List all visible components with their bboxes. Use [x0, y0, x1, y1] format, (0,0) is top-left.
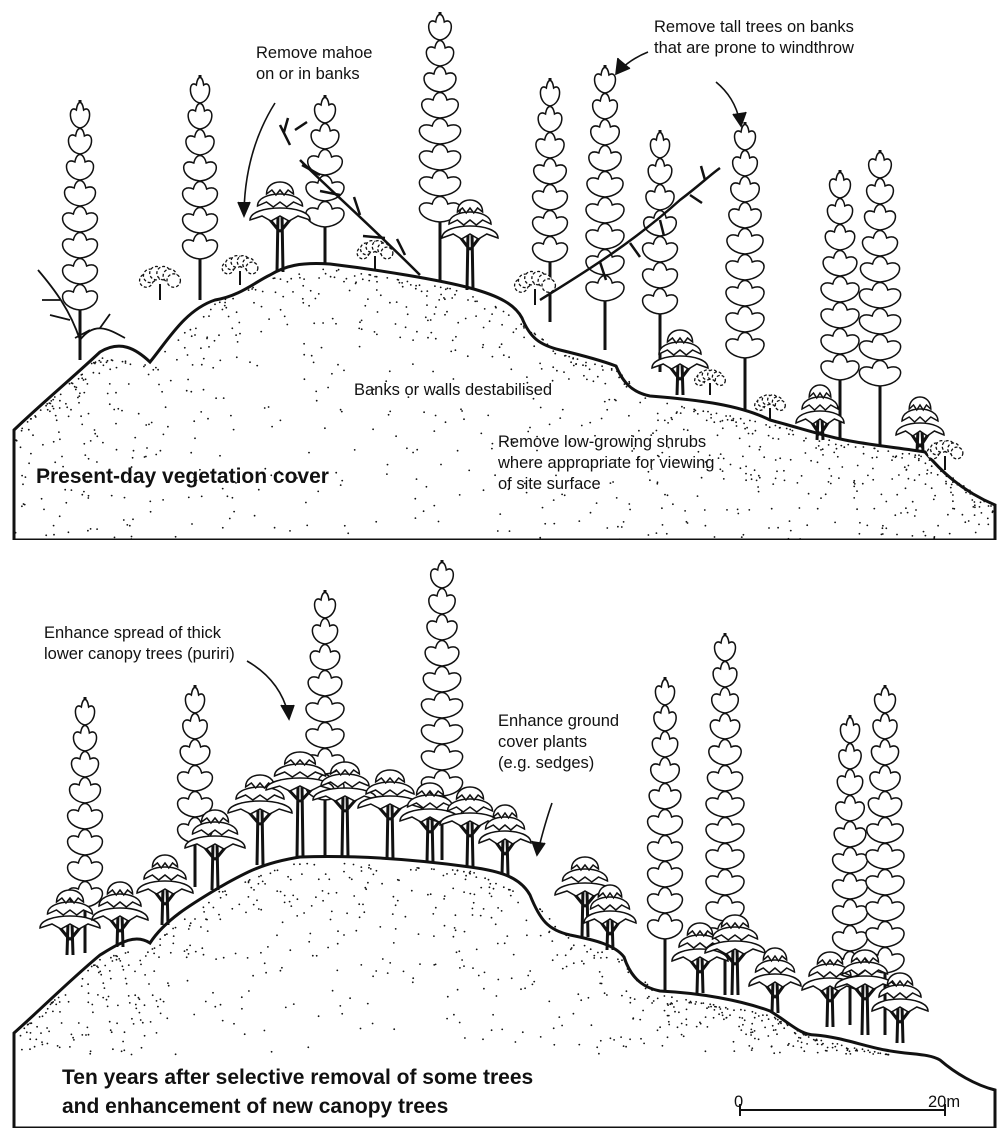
heading-line: Ten years after selective removal of som…	[62, 1063, 533, 1092]
arrow-icon	[616, 52, 648, 74]
tall-podocarp-tree-icon	[859, 150, 900, 447]
annotation-line: of site surface	[498, 474, 714, 495]
annotation-remove-shrubs: Remove low-growing shrubs where appropri…	[498, 432, 714, 495]
annotation-enhance-ground-cover: Enhance ground cover plants (e.g. sedges…	[498, 711, 619, 774]
shrub-icon	[695, 370, 726, 395]
tall-podocarp-tree-icon	[419, 12, 460, 285]
annotation-remove-mahoe: Remove mahoe on or in banks	[256, 43, 372, 85]
shrub-icon	[222, 256, 258, 285]
ten-years-panel: Enhance spread of thick lower canopy tre…	[0, 555, 1000, 1128]
arrow-icon	[247, 661, 294, 719]
annotation-line: Remove mahoe	[256, 43, 372, 64]
tall-podocarp-tree-icon	[648, 677, 683, 991]
spreading-puriri-tree-icon	[749, 948, 801, 1013]
tall-podocarp-tree-icon	[183, 75, 218, 300]
tall-podocarp-tree-icon	[586, 65, 624, 350]
fallen-tree-icon	[540, 166, 720, 300]
tall-podocarp-tree-icon	[726, 122, 764, 412]
spreading-puriri-tree-icon	[228, 775, 292, 865]
ten-years-heading: Ten years after selective removal of som…	[62, 1063, 533, 1121]
annotation-remove-tall-trees: Remove tall trees on banks that are pron…	[654, 17, 854, 59]
annotation-line: cover plants	[498, 732, 619, 753]
hill-ground	[14, 263, 995, 540]
present-day-panel: Remove mahoe on or in banks Remove tall …	[0, 0, 1000, 540]
annotation-line: Enhance spread of thick	[44, 623, 235, 644]
present-day-heading: Present-day vegetation cover	[36, 462, 329, 491]
scale-end-label: 20m	[928, 1093, 960, 1112]
annotation-banks-destabilised: Banks or walls destabilised	[354, 380, 552, 401]
spreading-puriri-tree-icon	[250, 182, 310, 272]
arrow-icon	[532, 803, 552, 855]
annotation-line: (e.g. sedges)	[498, 753, 619, 774]
shrub-icon	[140, 266, 181, 300]
tall-podocarp-tree-icon	[63, 100, 98, 360]
heading-line: and enhancement of new canopy trees	[62, 1092, 533, 1121]
annotation-line: Enhance ground	[498, 711, 619, 732]
annotation-line: lower canopy trees (puriri)	[44, 644, 235, 665]
tall-podocarp-tree-icon	[306, 590, 344, 857]
annotation-line: on or in banks	[256, 64, 372, 85]
fallen-tree-icon	[280, 118, 420, 275]
shrub-icon	[357, 241, 393, 270]
annotation-line: Banks or walls destabilised	[354, 380, 552, 401]
tall-podocarp-tree-icon	[178, 685, 213, 887]
annotation-line: Remove low-growing shrubs	[498, 432, 714, 453]
annotation-line: Remove tall trees on banks	[654, 17, 854, 38]
annotation-line: that are prone to windthrow	[654, 38, 854, 59]
annotation-line: where appropriate for viewing	[498, 453, 714, 474]
arrow-icon	[716, 82, 746, 126]
scale-start-label: 0	[734, 1093, 743, 1112]
annotation-enhance-spread: Enhance spread of thick lower canopy tre…	[44, 623, 235, 665]
heading-line: Present-day vegetation cover	[36, 462, 329, 491]
